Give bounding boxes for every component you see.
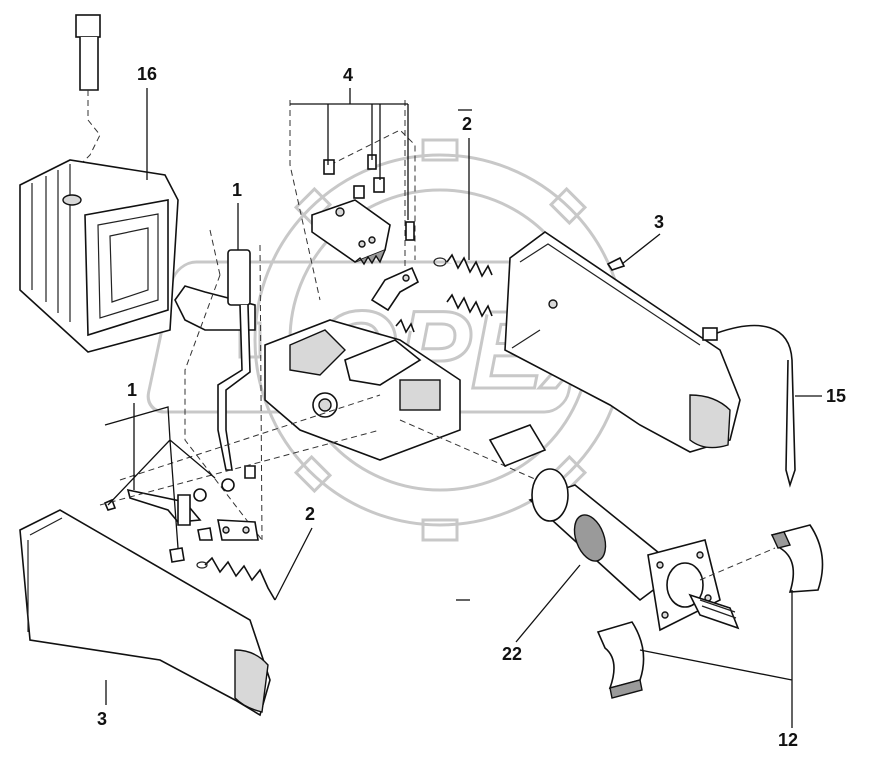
callout-4: 4 <box>343 65 353 85</box>
callout-1-upper: 1 <box>232 180 242 200</box>
callout-12: 12 <box>778 730 798 750</box>
part-4-locking-plate <box>289 100 420 312</box>
callout-3-bottom: 3 <box>97 709 107 729</box>
part-16-boot <box>19 14 179 353</box>
callout-16: 16 <box>137 64 157 84</box>
callout-2-top: 2 <box>462 114 472 134</box>
part-22-shaft <box>399 419 740 632</box>
shift-lever <box>184 229 263 541</box>
callout-22: 22 <box>502 644 522 664</box>
callout-1-lower: 1 <box>127 380 137 400</box>
callout-15: 15 <box>826 386 846 406</box>
part-2-spring-mid <box>196 556 276 601</box>
callout-3-top: 3 <box>654 212 664 232</box>
part-15-cable-tie <box>702 324 796 488</box>
part-1-linkage <box>99 394 381 563</box>
part-3-top-cover <box>504 231 741 453</box>
part-12-bushings <box>596 524 824 699</box>
part-2-springs-top <box>395 253 493 334</box>
callout-2-mid: 2 <box>305 504 315 524</box>
part-3-bottom-cover <box>19 509 271 717</box>
